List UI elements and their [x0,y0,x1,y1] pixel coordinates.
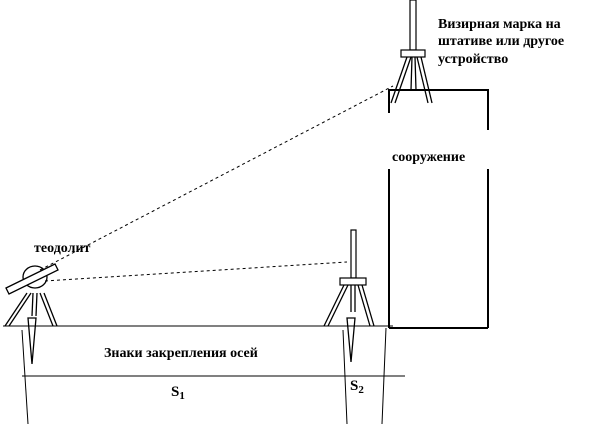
ground-tripod [323,284,375,327]
label-axis-marks: Знаки закрепления осей [104,346,258,361]
theodolite-telescope [5,263,59,295]
target-mark-rod [409,0,417,51]
theodolite-instrument [4,263,59,365]
structure-building [388,89,489,329]
theodolite-tripod [4,292,58,327]
ground-point-marker-s2 [346,317,356,363]
sight-line-to-ground-mark [44,261,348,282]
label-theodolite: теодолит [34,241,91,256]
label-structure: сооружение [392,150,465,165]
target-mark-plate [400,49,426,58]
target-tripod-top [390,56,433,104]
ground-target-rod [350,229,357,279]
sight-line-to-top-mark [39,85,394,271]
label-target-mark-line3: устройство [438,52,508,67]
vertical-axis-lines [21,327,387,424]
label-target-mark-line1: Визирная марка на [438,17,561,32]
sight-lines [39,85,394,282]
ground-target-plate [339,277,367,286]
target-mark-ground [323,229,375,363]
label-target-mark-line2: штативе или другое [438,34,564,49]
target-mark-top [390,0,433,104]
label-distance-s1: S1 [171,384,185,402]
label-distance-s2: S2 [350,378,364,396]
ground-point-marker-theodolite [27,317,37,365]
